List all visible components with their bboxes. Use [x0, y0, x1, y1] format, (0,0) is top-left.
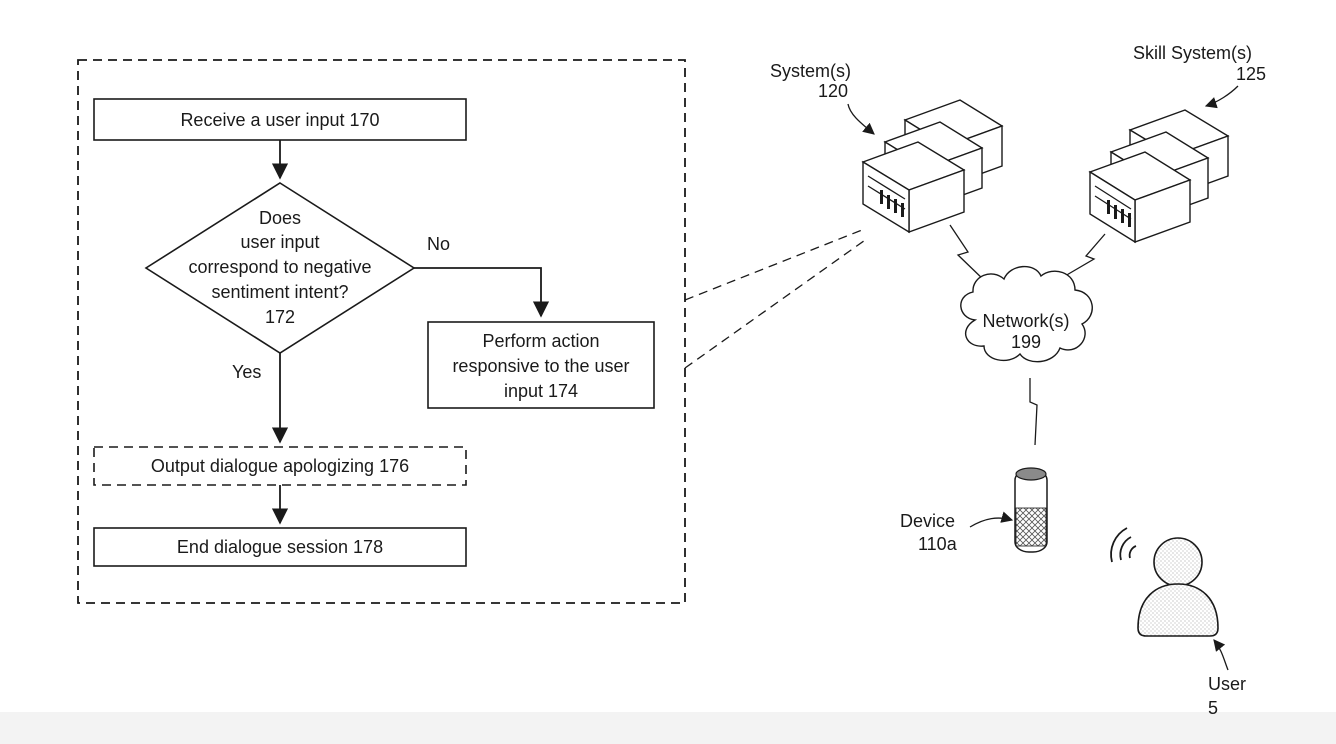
decision-diamond: Does user input correspond to negative s… — [144, 182, 416, 354]
perform-action-line-3: input 174 — [504, 381, 578, 401]
output-apology-box: Output dialogue apologizing 176 — [93, 446, 467, 486]
user-icon — [1137, 537, 1219, 637]
arrow-no-branch — [414, 267, 550, 318]
footer-band — [0, 712, 1336, 744]
end-session-box: End dialogue session 178 — [93, 527, 467, 567]
device-pointer — [969, 511, 1014, 528]
user-pointer — [1213, 639, 1229, 671]
decision-line-2: user input — [240, 232, 319, 252]
skill-system-label: Skill System(s) — [1133, 43, 1252, 63]
skill-system-pointer — [1204, 85, 1239, 109]
device-icon — [1014, 467, 1048, 553]
perform-action-line-2: responsive to the user — [452, 356, 629, 376]
receive-input-box: Receive a user input 170 — [93, 98, 467, 141]
output-apology-label: Output dialogue apologizing 176 — [151, 456, 409, 476]
yes-label: Yes — [232, 362, 261, 382]
no-label: No — [427, 234, 450, 254]
decision-line-4: sentiment intent? — [211, 282, 348, 302]
skill-system-number: 125 — [1236, 64, 1266, 84]
user-number: 5 — [1208, 698, 1218, 718]
perform-action-line-1: Perform action — [482, 331, 599, 351]
callout-line-upper — [684, 229, 863, 301]
link-system-network — [949, 224, 987, 283]
decision-line-1: Does — [259, 208, 301, 228]
decision-line-5: 172 — [265, 307, 295, 327]
network-number: 199 — [1011, 332, 1041, 352]
callout-line-lower — [684, 237, 869, 369]
end-session-label: End dialogue session 178 — [177, 537, 383, 557]
network-label: Network(s) — [982, 311, 1069, 331]
flowchart-frame — [77, 59, 686, 604]
perform-action-box: Perform action responsive to the user in… — [427, 321, 655, 409]
decision-line-3: correspond to negative — [188, 257, 371, 277]
sound-waves-icon — [1110, 527, 1137, 563]
receive-input-label: Receive a user input 170 — [180, 110, 379, 130]
device-label: Device — [900, 511, 955, 531]
link-skill-network — [1064, 233, 1106, 277]
link-network-device — [1029, 378, 1038, 446]
user-label: User — [1208, 674, 1246, 694]
system-label: System(s) — [770, 61, 851, 81]
system-server-icon — [861, 99, 1004, 234]
device-number: 110a — [918, 534, 958, 554]
network-cloud: Network(s) 199 — [960, 265, 1093, 363]
skill-server-icon — [1088, 109, 1230, 244]
system-pointer — [847, 103, 875, 135]
system-number: 120 — [818, 81, 848, 101]
